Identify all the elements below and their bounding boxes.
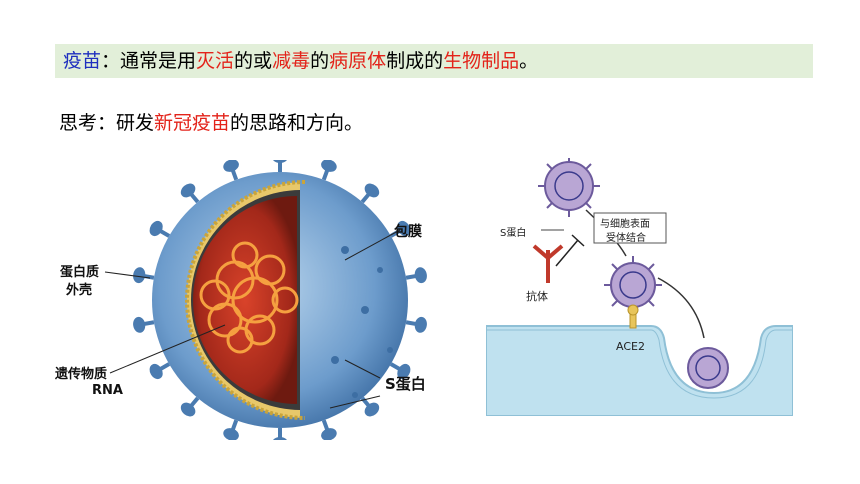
label-envelope: 包膜: [394, 224, 422, 240]
definition-text-1: ：通常是用: [101, 50, 197, 72]
virus-particle-internalized: [687, 347, 729, 389]
definition-text-4: 制成的: [386, 50, 444, 72]
label-ace2: ACE2: [616, 340, 645, 353]
binding-callout-box: [593, 212, 667, 244]
definition-text-5: 。: [519, 50, 539, 72]
think-question: 思考：研发新冠疫苗的思路和方向。: [59, 108, 363, 135]
virus-particle-middle: [604, 256, 662, 308]
term-vaccine: 疫苗: [63, 50, 102, 72]
cell-membrane: [485, 325, 794, 417]
label-capsid-2: 外壳: [66, 283, 93, 298]
keyword-inactivated: 灭活: [196, 50, 235, 72]
keyword-pathogen: 病原体: [329, 50, 387, 72]
keyword-biological-product: 生物制品: [443, 50, 520, 72]
keyword-attenuated: 减毒: [272, 50, 311, 72]
antibody-icon: [532, 244, 564, 283]
think-prefix: 思考：研发: [59, 112, 155, 134]
label-s-protein-right: S蛋白: [500, 228, 527, 239]
label-capsid-1: 蛋白质: [60, 265, 100, 280]
definition-text-2: 的或: [234, 50, 273, 72]
label-genetic-material: 遗传物质: [55, 367, 108, 382]
infection-diagram-art: [485, 155, 794, 417]
rna-coil: [199, 241, 299, 354]
label-binding-1: 与细胞表面: [600, 219, 650, 230]
virus-structure-diagram: [104, 160, 428, 440]
definition-text-3: 的: [310, 50, 330, 72]
label-antibody: 抗体: [526, 290, 548, 303]
label-rna: RNA: [92, 383, 123, 398]
label-binding-2: 受体结合: [606, 233, 646, 244]
think-keyword: 新冠疫苗: [154, 112, 231, 134]
definition-banner: 疫苗：通常是用灭活的或减毒的病原体制成的生物制品。: [55, 44, 813, 78]
ace2-receptor: [627, 304, 639, 329]
spike-proteins: [132, 160, 428, 440]
infection-diagram: S蛋白 与细胞表面 受体结合 抗体 ACE2: [485, 155, 794, 417]
virus-particle-top: [538, 155, 600, 217]
label-spike-protein: S蛋白: [385, 375, 426, 393]
think-suffix: 的思路和方向。: [230, 112, 364, 134]
